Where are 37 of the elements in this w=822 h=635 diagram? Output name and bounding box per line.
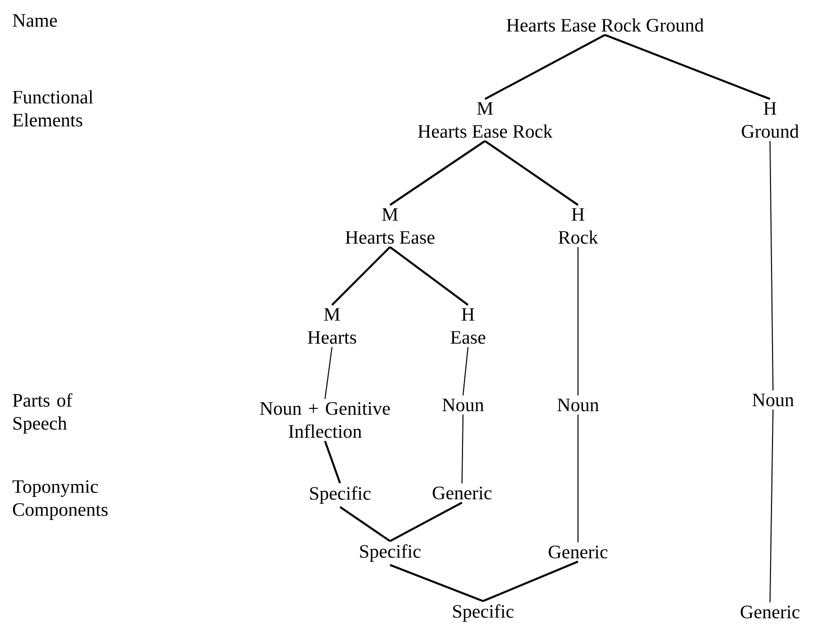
- row-label: Toponymic Components: [12, 480, 108, 520]
- tree-label: H Rock: [558, 208, 598, 244]
- tree-label: H Ground: [742, 102, 799, 138]
- tree-line: [484, 140, 579, 206]
- word-label: Noun: [752, 394, 794, 406]
- word-label: Generic: [432, 486, 492, 500]
- tree-line: [389, 246, 469, 306]
- tree-label: M Hearts: [308, 308, 356, 344]
- tree-label: H Ease: [450, 308, 486, 344]
- tree-line: [462, 346, 468, 396]
- row-label: Name: [12, 14, 57, 27]
- word-label: Noun: [442, 398, 484, 412]
- tree-line: [390, 502, 462, 542]
- word-label: Generic: [548, 546, 608, 558]
- tree-line: [462, 414, 464, 484]
- tree-line: [324, 440, 341, 484]
- tree-line: [604, 34, 770, 100]
- word-label: Hearts Ease Rock Ground: [506, 18, 704, 32]
- word-label: Generic: [740, 606, 800, 618]
- word-label: Noun: [557, 398, 599, 412]
- tree-line: [770, 140, 774, 391]
- row-label: Parts of Speech: [12, 393, 72, 434]
- tree-label: M Hearts Ease Rock: [418, 102, 553, 138]
- tree-line: [770, 409, 774, 603]
- tree-line: [484, 34, 606, 100]
- word-label: Noun + Genitive Inflection: [260, 402, 390, 438]
- row-label: Functional Elements: [12, 90, 94, 127]
- tree-label: M Hearts Ease: [345, 208, 434, 244]
- tree-line: [324, 346, 332, 400]
- tree-line: [339, 506, 391, 542]
- tree-line: [389, 140, 486, 206]
- tree-line: [331, 246, 391, 306]
- tree-line: [390, 564, 484, 602]
- tree-line: [482, 560, 578, 602]
- word-label: Specific: [360, 544, 421, 562]
- word-label: Specific: [453, 604, 514, 622]
- word-label: Specific: [310, 486, 371, 504]
